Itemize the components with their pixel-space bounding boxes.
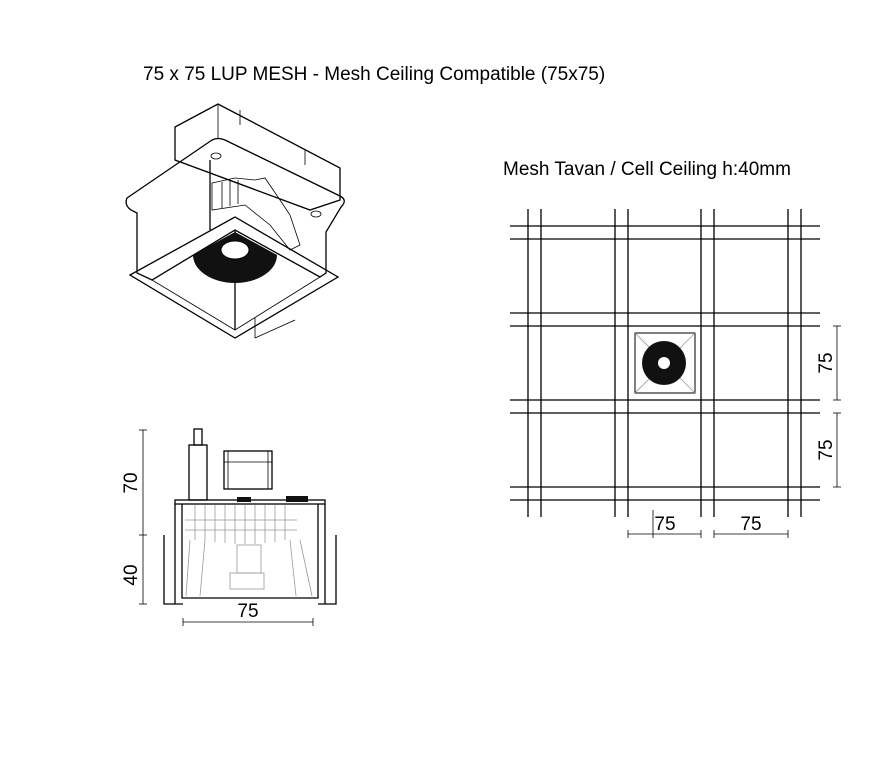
mesh-ceiling-grid: 75 75 75 75 — [510, 209, 841, 538]
dimension-height: 70 40 — [121, 429, 147, 605]
connector-tower — [188, 444, 208, 501]
dim-cell-width-2: 75 — [740, 514, 761, 535]
heatsink-fins — [185, 505, 313, 597]
ceiling-title: Mesh Tavan / Cell Ceiling h:40mm — [503, 159, 791, 180]
driver-box-side — [223, 450, 273, 490]
dim-cell-height-1: 75 — [816, 352, 837, 373]
driver-box — [174, 103, 341, 211]
dimension-width: 75 — [182, 601, 314, 626]
dim-width: 75 — [237, 601, 258, 622]
dim-height-lower: 40 — [121, 564, 142, 585]
isometric-view — [125, 103, 345, 339]
trim-flanges — [163, 535, 337, 605]
drawing-title: 75 x 75 LUP MESH - Mesh Ceiling Compatib… — [143, 64, 605, 85]
dim-cell-height-2: 75 — [816, 439, 837, 460]
dimension-cell-width: 75 75 — [627, 510, 789, 538]
fixture-top-view — [634, 332, 696, 394]
reflector — [193, 232, 277, 283]
dimension-cell-height: 75 75 — [816, 325, 841, 488]
connector-cap — [193, 428, 203, 446]
dim-cell-width-1: 75 — [654, 514, 675, 535]
heatsink — [211, 177, 301, 251]
side-view: 70 40 75 — [121, 428, 337, 626]
top-plate — [125, 137, 345, 281]
dim-height-upper: 70 — [121, 472, 142, 493]
